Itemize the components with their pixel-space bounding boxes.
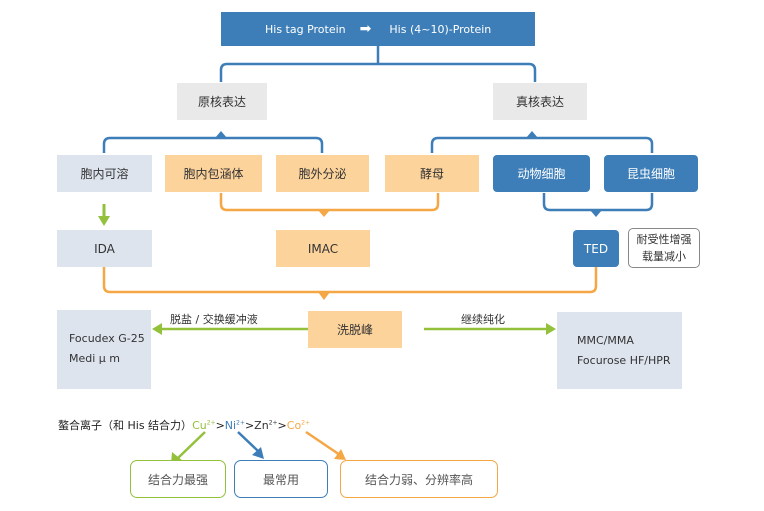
eukaryotic-expression-box: 真核表达	[493, 83, 587, 120]
desalt-product-line1: Focudex G-25	[69, 332, 145, 345]
ted-note-line2: 载量减小	[642, 250, 686, 263]
animal-cell-box: 动物细胞	[493, 155, 590, 192]
co-ion: Co2+	[286, 419, 311, 432]
his-tag-protein-box: His tag Protein ➡ His (4~10)-Protein	[221, 12, 535, 46]
further-purify-products-box: MMC/MMA Focurose HF/HPR	[557, 312, 682, 389]
ida-box: IDA	[57, 230, 152, 267]
eukaryotic-arrowhead	[526, 131, 538, 138]
prokaryotic-arrowhead	[215, 131, 227, 138]
prokaryotic-bracket	[102, 136, 324, 153]
most-used-note: 最常用	[234, 460, 328, 498]
prokaryotic-expression-box: 原核表达	[177, 83, 267, 120]
inclusion-body-box: 胞内包涵体	[165, 155, 262, 192]
ted-bracket	[542, 193, 654, 212]
co-arrow	[305, 430, 341, 457]
top-split-line	[219, 46, 537, 82]
continue-purify-label: 继续纯化	[461, 313, 505, 326]
insect-cell-box: 昆虫细胞	[604, 155, 698, 192]
elution-bracket	[102, 267, 598, 294]
eukaryotic-bracket	[430, 136, 654, 153]
cytoplasm-soluble-box: 胞内可溶	[57, 155, 152, 192]
weak-high-resolution-note: 结合力弱、分辨率高	[340, 460, 498, 498]
ted-note-line1: 耐受性增强	[636, 233, 692, 246]
ted-note-box: 耐受性增强 载量减小	[628, 228, 700, 268]
chelate-ion-line: 螯合离子（和 His 结合力）Cu2+>Ni2+>Zn2+>Co2+	[58, 419, 311, 432]
cu-ion: Cu2+	[192, 419, 216, 432]
desalt-product-line2: Medi μ m	[69, 352, 121, 365]
strongest-binding-note: 结合力最强	[130, 460, 226, 498]
further-product-line1: MMC/MMA	[577, 334, 634, 347]
ted-box: TED	[573, 230, 619, 267]
imac-bracket	[219, 193, 440, 212]
imac-box: IMAC	[276, 230, 370, 267]
desalt-label: 脱盐 / 交换缓冲液	[170, 313, 258, 326]
right-arrow-icon: ➡	[359, 21, 372, 37]
ni-arrow	[237, 431, 259, 452]
ni-ion: Ni2+	[224, 419, 245, 432]
elution-peak-box: 洗脱峰	[308, 311, 402, 348]
zn-ion: Zn2+	[254, 419, 278, 432]
chelate-prefix: 螯合离子（和 His 结合力）	[58, 419, 193, 432]
secretion-box: 胞外分泌	[276, 155, 369, 192]
his-protein-label: His (4~10)-Protein	[389, 22, 492, 36]
his-tag-protein-label: His tag Protein	[265, 22, 346, 36]
further-product-line2: Focurose HF/HPR	[577, 354, 671, 367]
yeast-box: 酵母	[385, 155, 479, 192]
cu-arrow	[177, 431, 206, 459]
desalt-products-box: Focudex G-25 Medi μ m	[57, 310, 151, 389]
